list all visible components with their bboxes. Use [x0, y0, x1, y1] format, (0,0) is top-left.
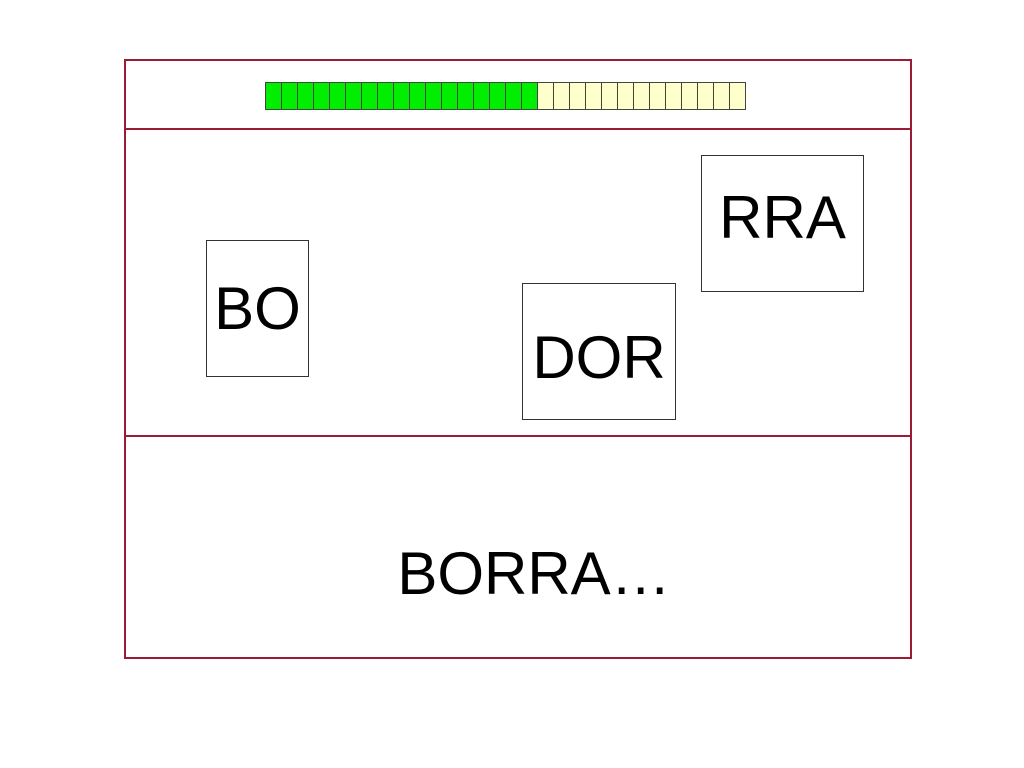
progress-cell-empty [681, 82, 698, 110]
syllable-tile-rra[interactable]: RRA [701, 155, 864, 292]
progress-cell-empty [665, 82, 682, 110]
tile-label: DOR [532, 324, 666, 391]
progress-cell-filled [281, 82, 298, 110]
progress-cell-filled [489, 82, 506, 110]
game-frame: BO DOR RRA BORRA… [124, 59, 912, 659]
progress-cell-empty [569, 82, 586, 110]
progress-cell-filled [441, 82, 458, 110]
progress-cell-filled [521, 82, 538, 110]
progress-cell-filled [409, 82, 426, 110]
progress-cell-filled [361, 82, 378, 110]
progress-cell-filled [473, 82, 490, 110]
progress-cell-empty [633, 82, 650, 110]
syllable-tile-dor[interactable]: DOR [522, 283, 676, 420]
progress-bar [265, 82, 746, 110]
progress-cell-filled [377, 82, 394, 110]
progress-cell-filled [505, 82, 522, 110]
progress-cell-empty [729, 82, 746, 110]
top-divider [126, 128, 910, 130]
progress-cell-empty [537, 82, 554, 110]
bottom-divider [126, 435, 910, 437]
progress-cell-empty [713, 82, 730, 110]
progress-cell-filled [265, 82, 282, 110]
tile-label: BO [214, 275, 301, 342]
progress-cell-empty [649, 82, 666, 110]
progress-cell-empty [553, 82, 570, 110]
progress-cell-filled [329, 82, 346, 110]
progress-cell-empty [617, 82, 634, 110]
progress-cell-filled [345, 82, 362, 110]
answer-word: BORRA… [397, 540, 671, 607]
progress-cell-filled [297, 82, 314, 110]
progress-cell-filled [457, 82, 474, 110]
syllable-tile-bo[interactable]: BO [206, 240, 309, 377]
progress-cell-empty [697, 82, 714, 110]
progress-cell-empty [601, 82, 618, 110]
progress-cell-filled [393, 82, 410, 110]
progress-cell-filled [313, 82, 330, 110]
progress-cell-empty [585, 82, 602, 110]
progress-cell-filled [425, 82, 442, 110]
tile-label: RRA [719, 184, 846, 251]
